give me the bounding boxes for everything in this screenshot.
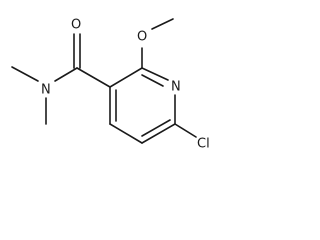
ring-bond-c5-c6 [141,123,176,144]
atom-cl: Cl [197,137,210,152]
ring-bond-n1-c2-inner [141,74,164,87]
structure-canvas: O O N N Cl [0,0,230,156]
bond-c3-carbonyl-carbon [76,67,111,88]
ring-bond-c2-c3 [109,67,143,88]
bond-c6-cl [174,123,197,138]
ring-bond-c5-c6-inner [141,119,171,137]
atom-n-ring: N [171,80,181,95]
bond-o-methyl [151,18,174,30]
bond-carbonyl-c-n [54,67,78,82]
atom-n-amide: N [41,83,51,98]
bond-n-methyl-left [11,66,39,82]
molecule-structure: O O N N Cl [11,18,210,152]
atom-o-carbonyl: O [71,18,81,33]
atom-o-methoxy: O [137,30,147,45]
ring-bond-c4-c5 [109,123,143,144]
ring-bond-n1-c2 [141,67,169,81]
